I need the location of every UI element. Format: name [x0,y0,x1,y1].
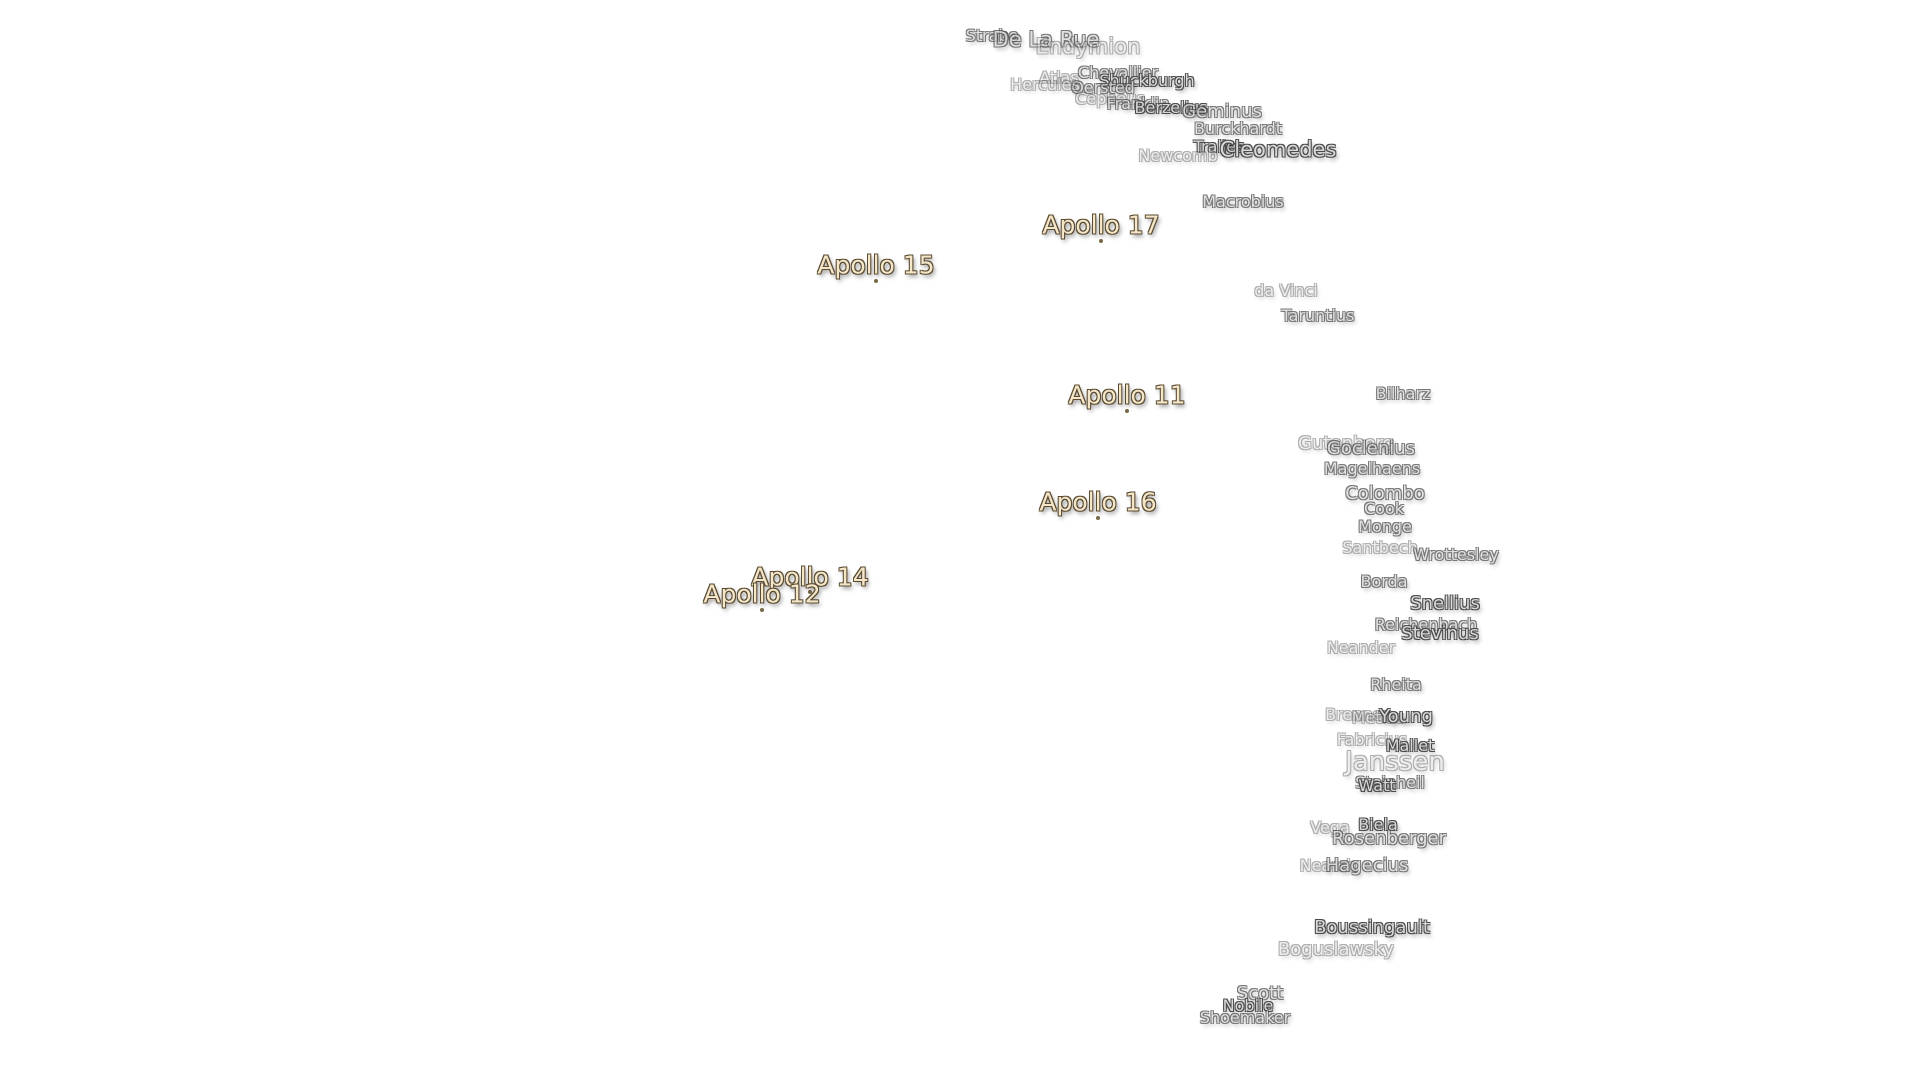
apollo-16-site-marker [1096,516,1100,520]
crater-label-janssen[interactable]: Janssen [1345,747,1445,777]
crater-label-shoemaker[interactable]: Shoemaker [1199,1008,1291,1027]
crater-label-colombo[interactable]: Colombo [1345,483,1425,504]
crater-label-snellius[interactable]: Snellius [1410,593,1480,614]
crater-label-burckhardt[interactable]: Burckhardt [1193,119,1283,138]
apollo-14-label[interactable]: Apollo 14 [751,562,869,592]
apollo-11-site-marker [1125,409,1129,413]
crater-label-oersted[interactable]: Oersted [1071,78,1135,97]
crater-label-cepheus[interactable]: Cepheus [1075,89,1145,108]
crater-label-de-la-rue[interactable]: De La Rue [992,27,1100,52]
crater-label-magelhaens[interactable]: Magelhaens [1323,459,1421,478]
crater-label-nearch[interactable]: Nearch [1299,856,1357,875]
crater-label-nobile[interactable]: Nobile [1222,996,1274,1015]
apollo-12-site-marker [760,608,764,612]
crater-label-steinheil[interactable]: Steinheil [1355,773,1425,792]
crater-label-boguslawsky[interactable]: Boguslawsky [1277,939,1395,960]
crater-label-cook[interactable]: Cook [1363,499,1405,518]
apollo-12-label[interactable]: Apollo 12 [703,579,821,609]
crater-label-fabricius[interactable]: Fabricius [1336,730,1408,749]
apollo-14-site-marker [808,590,812,594]
crater-label-mallet[interactable]: Mallet [1385,736,1435,755]
crater-label-gutenberg[interactable]: Gutenberg [1298,433,1394,454]
crater-label-monge[interactable]: Monge [1358,517,1412,536]
crater-label-stevinus[interactable]: Stevinus [1401,623,1479,644]
crater-label-biela[interactable]: Biela [1358,815,1398,834]
apollo-16-label[interactable]: Apollo 16 [1039,487,1157,517]
crater-label-endymion[interactable]: Endymion [1035,34,1141,59]
apollo-17-site-marker [1099,239,1103,243]
crater-label-wrottesley[interactable]: Wrottesley [1413,545,1499,564]
crater-label-bilharz[interactable]: Bilharz [1375,384,1431,403]
crater-label-rheita[interactable]: Rheita [1370,675,1422,694]
apollo-15-site-marker [874,279,878,283]
crater-label-neander[interactable]: Neander [1326,638,1396,657]
crater-label-cleomedes[interactable]: Cleomedes [1219,137,1337,162]
crater-label-rosenberger[interactable]: Rosenberger [1331,828,1447,849]
crater-label-metius[interactable]: Metius [1351,708,1405,727]
crater-label-franklin[interactable]: Franklin [1106,94,1170,113]
crater-label-vega[interactable]: Vega [1310,818,1350,837]
crater-label-newcomb[interactable]: Newcomb [1138,146,1218,165]
crater-label-shuckburgh[interactable]: Shuckburgh [1099,71,1195,90]
crater-label-chevallier[interactable]: Chevallier [1077,63,1159,82]
crater-label-hagecius[interactable]: Hagecius [1325,855,1409,876]
crater-label-berzelius[interactable]: Berzelius [1134,98,1208,117]
crater-label-atlas[interactable]: Atlas [1039,68,1079,87]
crater-label-macrobius[interactable]: Macrobius [1202,192,1284,211]
crater-label-da-vinci[interactable]: da Vinci [1254,281,1318,300]
crater-label-young[interactable]: Young [1379,706,1433,727]
crater-label-scott[interactable]: Scott [1236,983,1284,1004]
crater-label-brenner[interactable]: Brenner [1325,705,1389,724]
crater-label-geminus[interactable]: Geminus [1182,101,1262,122]
crater-label-boussingault[interactable]: Boussingault [1314,917,1430,938]
crater-label-santbech[interactable]: Santbech [1342,538,1418,557]
crater-label-tralles[interactable]: Tralles [1193,137,1245,156]
apollo-15-label[interactable]: Apollo 15 [817,250,935,280]
crater-label-goclenius[interactable]: Goclenius [1326,438,1416,459]
crater-label-watt[interactable]: Watt [1358,776,1396,795]
crater-label-reichenbach[interactable]: Reichenbach [1374,615,1478,634]
apollo-17-label[interactable]: Apollo 17 [1042,210,1160,240]
apollo-11-label[interactable]: Apollo 11 [1068,380,1186,410]
crater-label-hercules[interactable]: Hercules [1010,75,1080,94]
crater-label-borda[interactable]: Borda [1360,572,1408,591]
crater-label-strabo[interactable]: Strabo [965,26,1019,45]
crater-label-taruntius[interactable]: Taruntius [1281,306,1355,325]
